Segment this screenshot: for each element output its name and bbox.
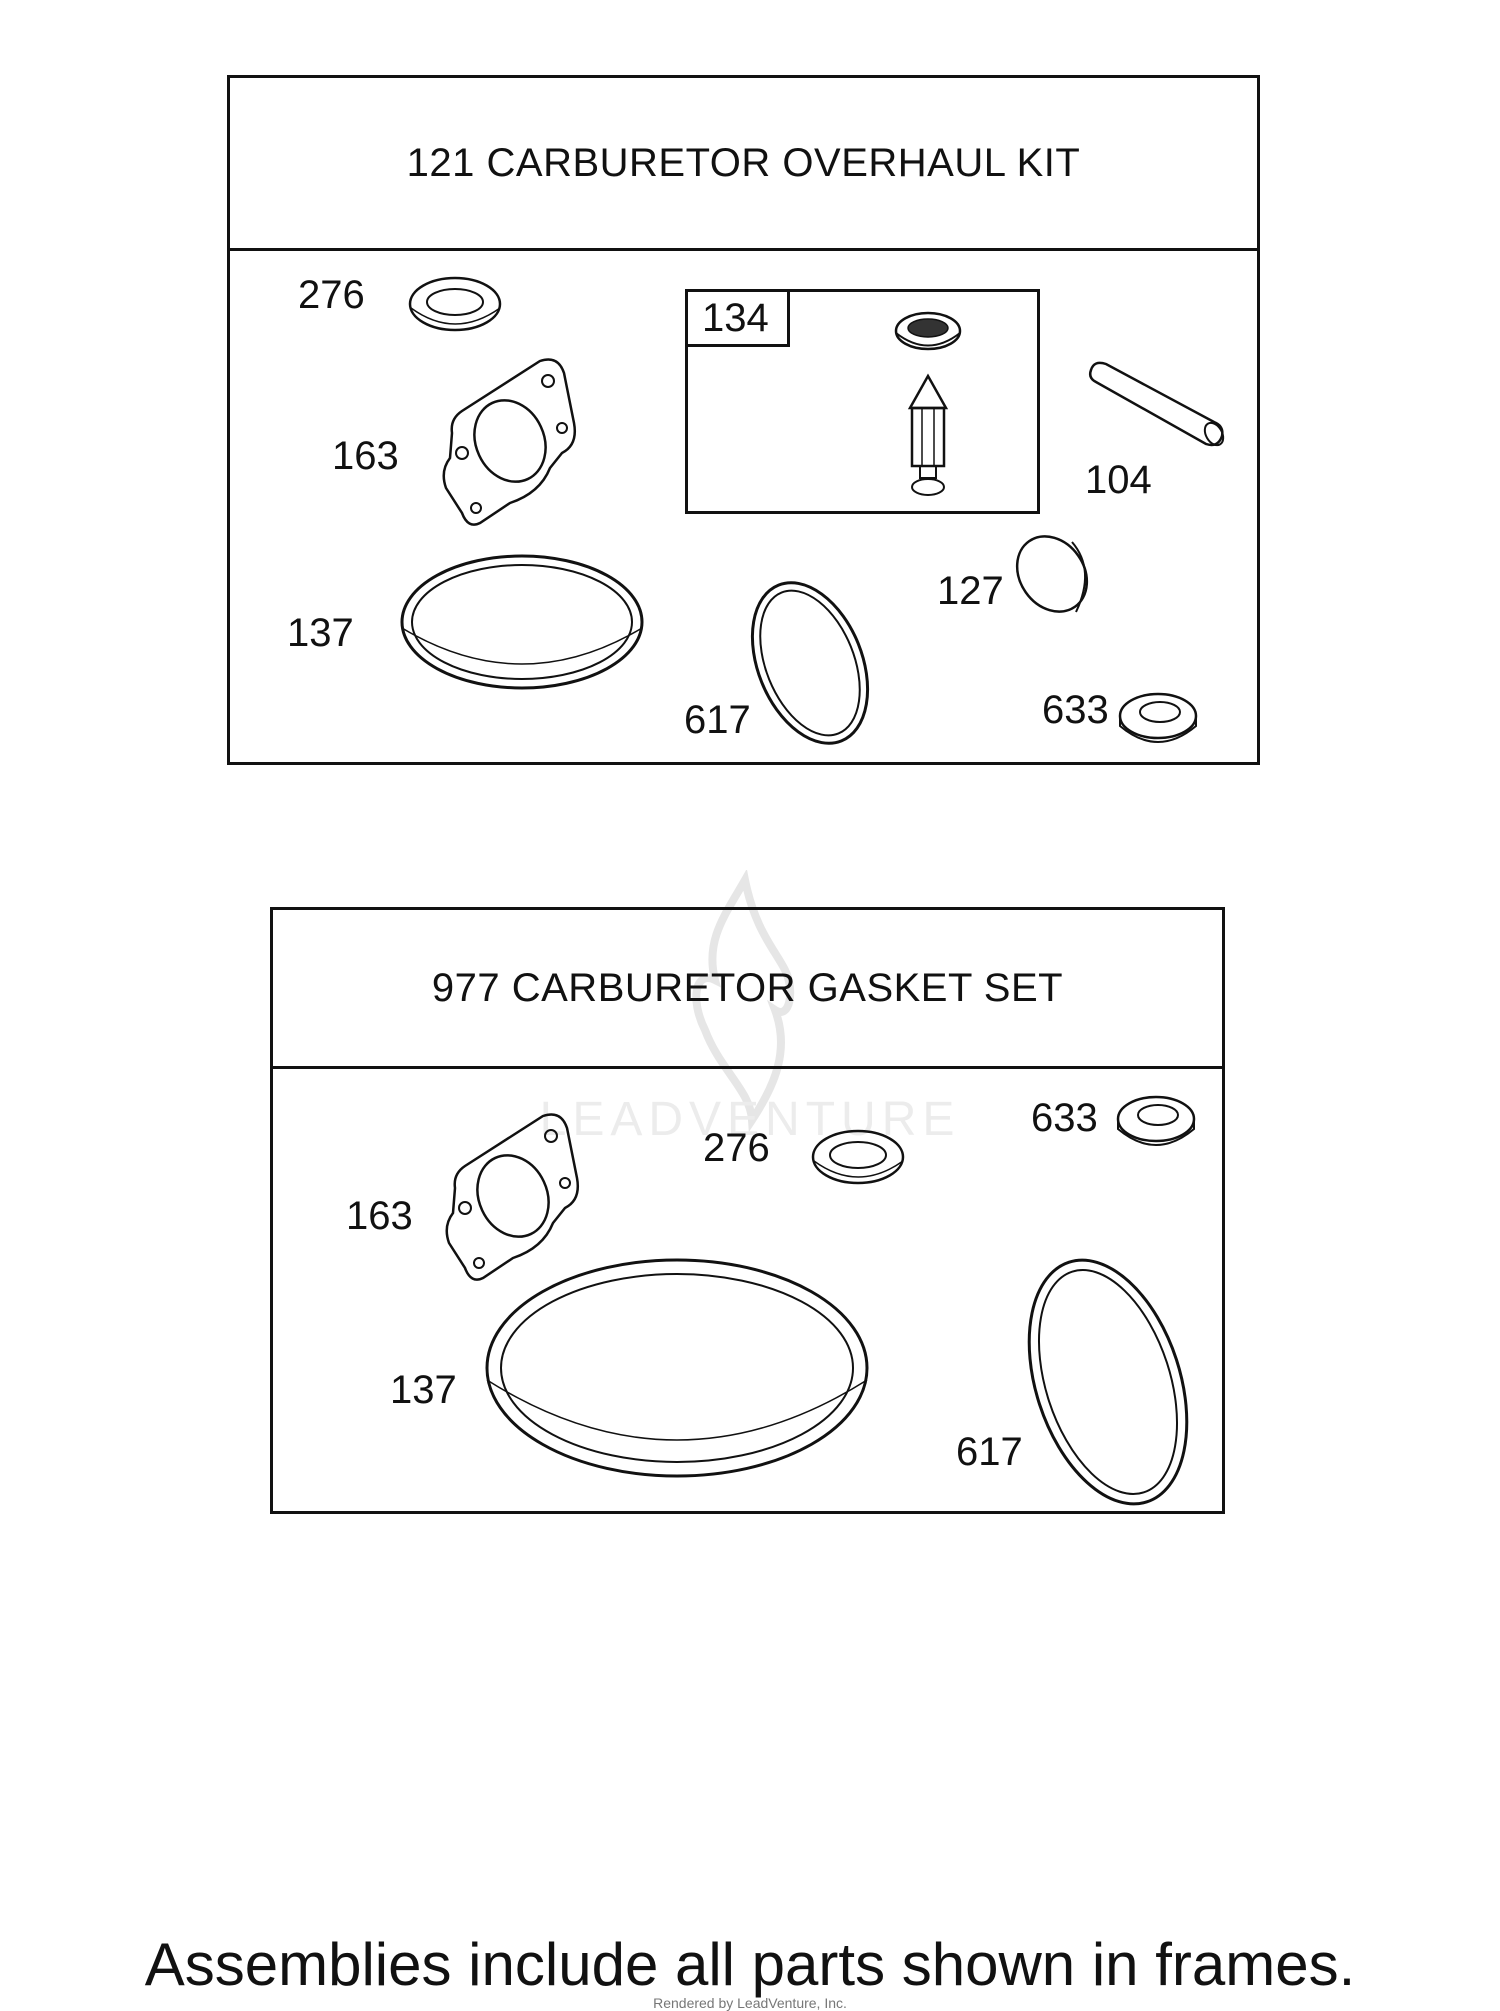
callout-137[interactable]: 137	[390, 1368, 457, 1412]
callout-276[interactable]: 276	[298, 273, 365, 317]
overhaul-kit-title: 121 CARBURETOR OVERHAUL KIT	[230, 78, 1257, 251]
carburetor-gasket-163-icon[interactable]	[440, 353, 580, 528]
bowl-gasket-137-icon[interactable]	[483, 1250, 873, 1490]
overhaul-kit-frame: 121 CARBURETOR OVERHAUL KIT 276 163 134	[227, 75, 1260, 765]
render-credit: Rendered by LeadVenture, Inc.	[653, 1995, 847, 2011]
callout-276[interactable]: 276	[703, 1126, 770, 1170]
carburetor-gasket-163-icon[interactable]	[443, 1108, 583, 1283]
washer-633-icon[interactable]	[1118, 690, 1200, 752]
callout-617[interactable]: 617	[956, 1430, 1023, 1474]
welch-plug-127-icon[interactable]	[1014, 530, 1094, 620]
callout-163[interactable]: 163	[332, 434, 399, 478]
pin-104-icon[interactable]	[1088, 361, 1228, 452]
bowl-gasket-137-icon[interactable]	[400, 550, 645, 700]
callout-134[interactable]: 134	[688, 292, 790, 347]
callout-633[interactable]: 633	[1042, 688, 1109, 732]
o-ring-617-icon[interactable]	[740, 573, 880, 753]
needle-and-seat-134-icon[interactable]	[888, 306, 968, 506]
needle-and-seat-subframe: 134	[685, 289, 1040, 514]
gasket-276-icon[interactable]	[408, 270, 508, 340]
callout-617[interactable]: 617	[684, 698, 751, 742]
assemblies-note: Assemblies include all parts shown in fr…	[144, 1931, 1356, 1998]
gasket-set-frame: 977 CARBURETOR GASKET SET 633 276 163 13…	[270, 907, 1225, 1514]
callout-137[interactable]: 137	[287, 611, 354, 655]
callout-163[interactable]: 163	[346, 1194, 413, 1238]
callout-633[interactable]: 633	[1031, 1096, 1098, 1140]
o-ring-617-icon[interactable]	[1008, 1250, 1218, 1515]
gasket-276-icon[interactable]	[811, 1123, 911, 1193]
gasket-set-title: 977 CARBURETOR GASKET SET	[273, 910, 1222, 1069]
callout-127[interactable]: 127	[937, 569, 1004, 613]
washer-633-icon[interactable]	[1116, 1093, 1198, 1155]
callout-104[interactable]: 104	[1085, 458, 1152, 502]
